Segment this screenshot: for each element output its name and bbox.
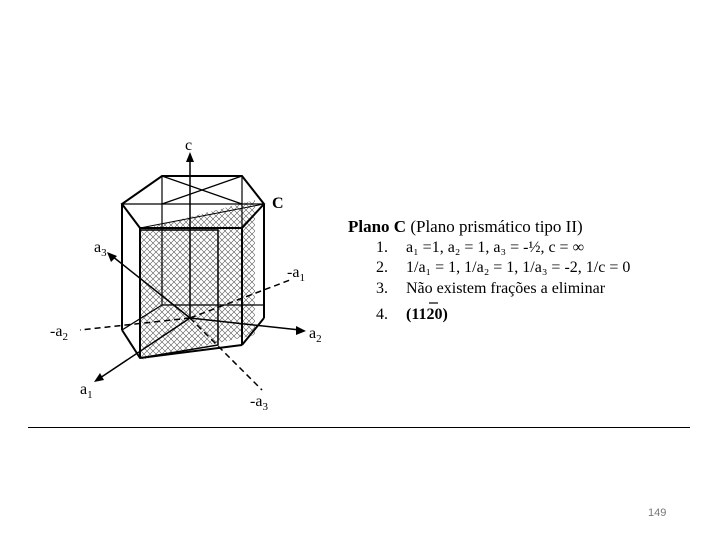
axis-c-label: c xyxy=(185,137,192,154)
axis-lines xyxy=(79,158,301,391)
item-1-text: a₁ =1, a₂ = 1, a₃ = -½, c = ∞ xyxy=(406,239,584,256)
axis-a2-label: a2 xyxy=(309,325,322,345)
item-3-text: Não existem frações a eliminar xyxy=(406,280,606,297)
axis-a1-label: a1 xyxy=(80,381,93,401)
item-3-number: 3. xyxy=(376,280,388,297)
plane-title: Plano C (Plano prismático tipo II) xyxy=(348,217,583,236)
item-2-number: 2. xyxy=(376,259,388,276)
axis-arrowheads xyxy=(94,152,306,382)
axis-neg-a2-label: -a2 xyxy=(50,323,68,343)
item-2-text: 1/a₁ = 1, 1/a₂ = 1, 1/a₃ = -2, 1/c = 0 xyxy=(406,259,630,276)
plane-c-shaded xyxy=(140,200,255,360)
item-1-number: 1. xyxy=(376,239,388,256)
item-4-miller-index: (1120) xyxy=(406,306,448,323)
plane-c-label: C xyxy=(272,195,284,212)
divider-line xyxy=(28,427,690,428)
axis-neg-a3-label: -a3 xyxy=(250,393,268,413)
page-number: 149 xyxy=(648,507,667,519)
axis-neg-a1-label: -a1 xyxy=(287,264,305,284)
axis-a3-label: a3 xyxy=(94,239,107,259)
item-4-number: 4. xyxy=(376,306,388,323)
prism-hidden-edges xyxy=(121,175,265,331)
